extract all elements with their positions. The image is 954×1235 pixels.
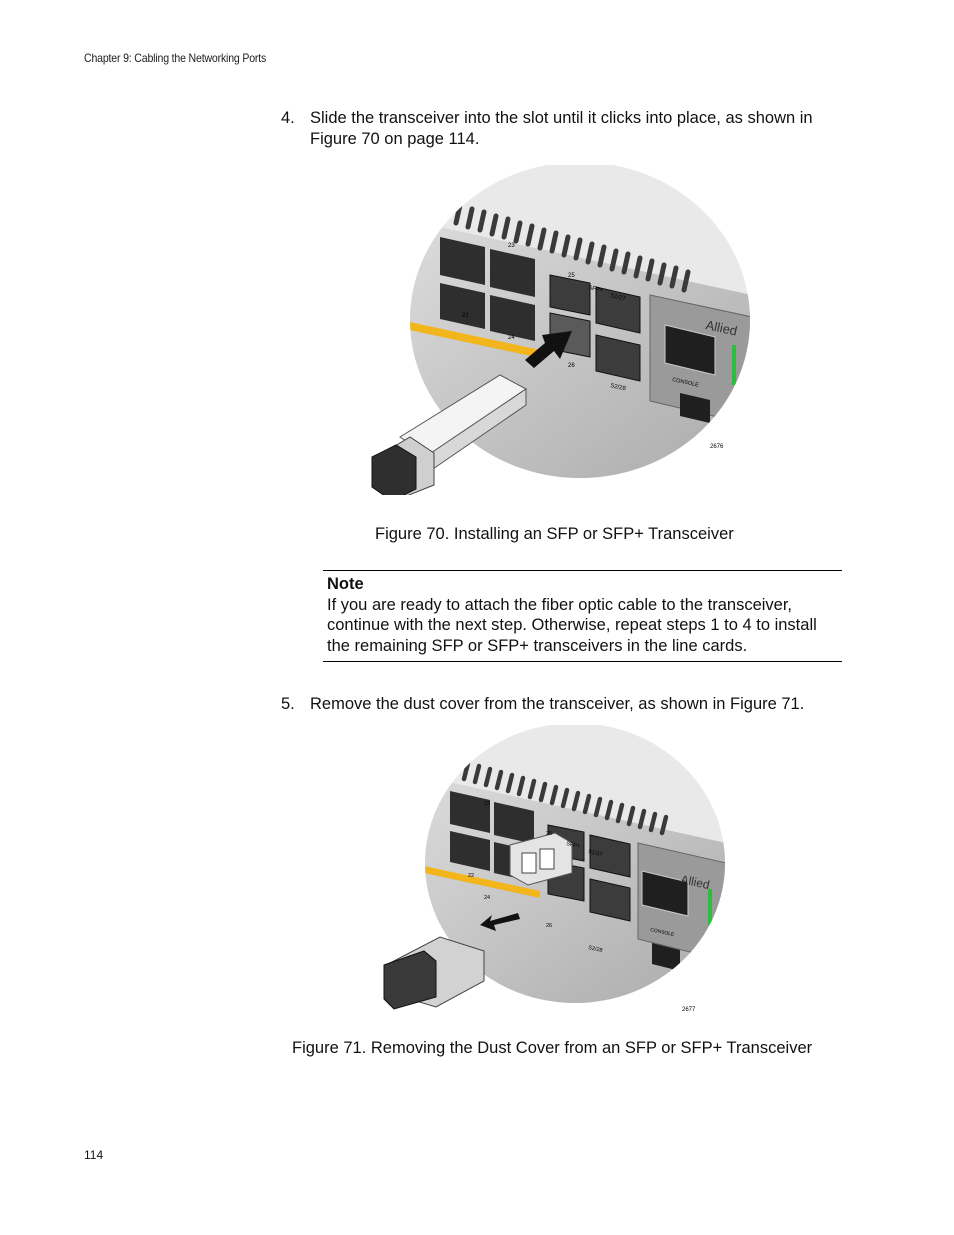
fig71-label-port22: 22 <box>468 873 474 879</box>
fig70-label-port24: 24 <box>508 335 515 341</box>
fig70-art-id: 2676 <box>710 444 724 450</box>
step-text: Slide the transceiver into the slot unti… <box>310 109 813 148</box>
fig71-art-id: 2677 <box>682 1007 696 1013</box>
insert-arrow-icon <box>525 331 572 368</box>
fig71-label-s2: S2/28 <box>588 945 603 954</box>
note-box: Note If you are ready to attach the fibe… <box>323 570 842 662</box>
fig70-label-port26: 26 <box>568 363 575 369</box>
fig70-label-console: CONSOLE <box>672 377 700 389</box>
fig70-label-s2: S2/28 <box>610 383 627 392</box>
fig70-brand-logo: Allied <box>704 317 738 338</box>
step-number: 4. <box>281 109 295 127</box>
page-number: 114 <box>84 1148 104 1162</box>
fig71-label-port23: 23 <box>484 801 490 807</box>
note-title: Note <box>327 575 364 593</box>
note-text: If you are ready to attach the fiber opt… <box>327 595 817 655</box>
fig71-label-s1: S1/27 <box>588 849 603 858</box>
fig70-label-port23: 23 <box>508 243 515 249</box>
remove-arrow-icon <box>480 913 520 931</box>
fig71-label-port26: 26 <box>546 923 552 929</box>
chapter-header: Chapter 9: Cabling the Networking Ports <box>84 51 267 65</box>
figure-71-illustration: 23 22 24 25 26 SFP+ S1/27 S2/28 CONSOLE … <box>380 723 726 1015</box>
step-text: Remove the dust cover from the transceiv… <box>310 695 805 713</box>
step-number: 5. <box>281 695 295 713</box>
fig70-label-port22: 22 <box>462 313 469 319</box>
fig71-label-sfp: SFP+ <box>566 841 581 850</box>
figure-71-caption: Figure 71. Removing the Dust Cover from … <box>292 1039 813 1057</box>
fig71-brand-logo: Allied <box>679 872 711 892</box>
fig70-label-port25: 25 <box>568 273 575 279</box>
figure-70-illustration: 23 22 24 25 26 SFP+ S1/27 S2/28 CONSOLE … <box>360 162 752 502</box>
fig70-label-s1: S1/27 <box>610 293 627 302</box>
fig70-label-sfp: SFP+ <box>588 285 605 294</box>
fig71-label-port24: 24 <box>484 895 490 901</box>
fig71-label-port25: 25 <box>546 831 552 837</box>
fig71-label-console: CONSOLE <box>650 927 676 938</box>
figure-70-caption: Figure 70. Installing an SFP or SFP+ Tra… <box>375 525 734 543</box>
